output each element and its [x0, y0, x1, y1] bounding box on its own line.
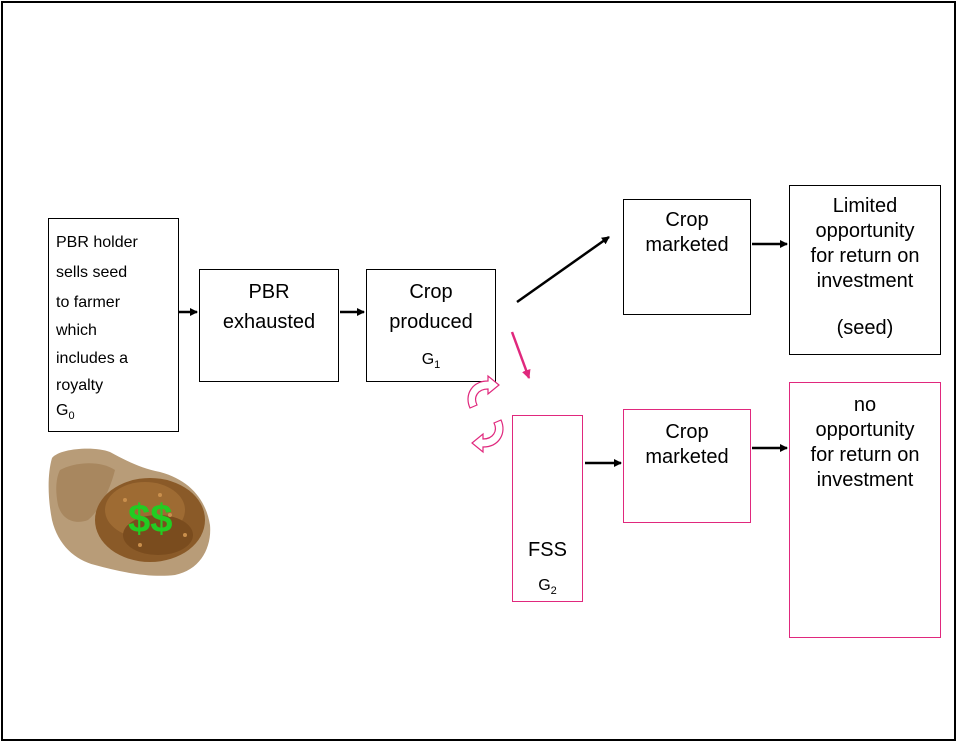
pbr-exhausted-box: PBR exhausted [199, 269, 339, 382]
crop-marketed-top-box: Crop marketed [623, 199, 751, 315]
holder-line-4: which [56, 322, 97, 339]
no-opp-line-2: opportunity [815, 419, 915, 441]
holder-line-6: royalty [56, 377, 104, 394]
holder-line-2: sells seed [56, 264, 128, 281]
holder-line-1: PBR holder [56, 234, 138, 251]
limited-line-4: investment [816, 270, 914, 292]
no-opportunity-box: no opportunity for return on investment [789, 382, 941, 638]
marketed-bottom-line-1: Crop [665, 421, 709, 443]
marketed-top-line-2: marketed [645, 234, 729, 256]
no-opp-line-4: investment [816, 469, 914, 491]
dollar-signs-label: $$ [128, 497, 173, 541]
exhausted-line-1: PBR [248, 281, 290, 303]
holder-generation: G0 [56, 399, 75, 424]
marketed-bottom-line-2: marketed [645, 446, 729, 468]
diagram-connectors: $$ [48, 235, 788, 576]
crop-produced-box: Crop produced G1 [366, 269, 496, 382]
fss-gen-sub: 2 [550, 585, 557, 597]
limited-opportunity-box: Limited opportunity for return on invest… [789, 185, 941, 355]
limited-line-2: opportunity [815, 220, 915, 242]
produced-generation: G1 [367, 348, 495, 373]
no-opp-line-1: no [853, 394, 877, 416]
fss-box: FSS G2 [512, 415, 583, 602]
produced-line-2: produced [389, 311, 473, 333]
produced-line-1: Crop [409, 281, 453, 303]
holder-gen-sub: 0 [68, 410, 75, 422]
produced-gen-base: G [421, 351, 435, 368]
arrow-produced-to-marketed-top [516, 235, 610, 304]
holder-gen-base: G [56, 402, 69, 419]
fss-label: FSS [528, 539, 567, 561]
holder-line-5: includes a [56, 350, 129, 367]
arrow-produced-to-fss [510, 331, 531, 379]
exhausted-line-2: exhausted [222, 311, 316, 333]
fss-gen-base: G [538, 577, 551, 594]
crop-marketed-bottom-box: Crop marketed [623, 409, 751, 523]
seed-sack-image [48, 448, 211, 576]
limited-line-5: (seed) [836, 317, 894, 339]
pbr-holder-box: PBR holder sells seed to farmer which in… [48, 218, 179, 432]
limited-line-1: Limited [832, 195, 898, 217]
recycle-arrows-icon [467, 374, 504, 454]
no-opp-line-3: for return on [810, 444, 920, 466]
fss-generation: G2 [513, 574, 582, 599]
marketed-top-line-1: Crop [665, 209, 709, 231]
limited-line-3: for return on [810, 245, 920, 267]
holder-line-3: to farmer [56, 294, 121, 311]
produced-gen-sub: 1 [434, 359, 441, 371]
